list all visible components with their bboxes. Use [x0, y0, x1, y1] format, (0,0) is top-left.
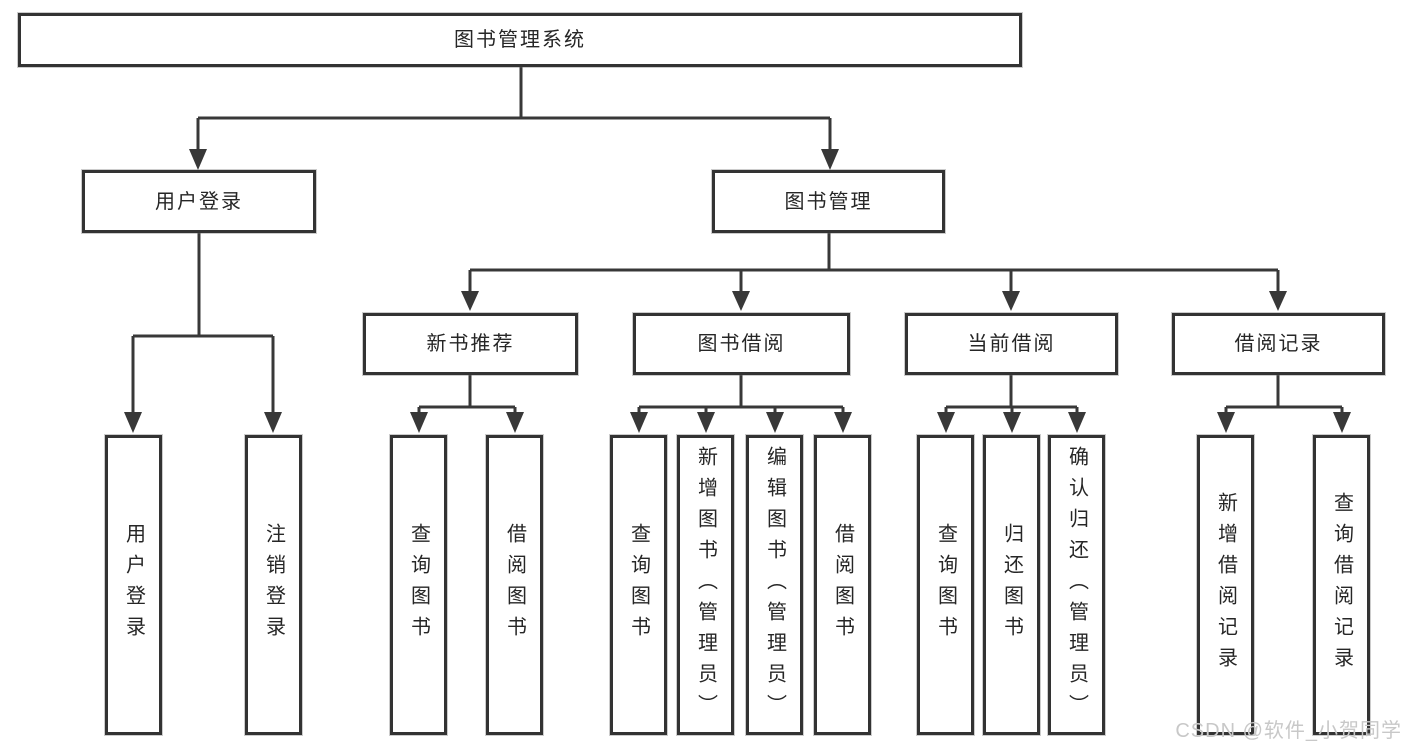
node-book-management-label: 图书管理 — [784, 190, 873, 213]
node-leaf-confirm-return-admin: 确认归还（管理员） — [1048, 435, 1105, 735]
node-book-borrow: 图书借阅 — [633, 313, 850, 375]
leaf-label: 查询图书 — [934, 523, 957, 647]
node-user-login: 用户登录 — [82, 170, 316, 233]
connector-book-management-modules — [461, 233, 1287, 311]
connector-user-login-children — [124, 233, 282, 433]
node-leaf-query-books-3: 查询图书 — [917, 435, 974, 735]
connector-new-book-children — [410, 375, 524, 433]
node-leaf-query-borrow-record: 查询借阅记录 — [1313, 435, 1370, 735]
node-new-book-recommend-label: 新书推荐 — [426, 333, 515, 355]
leaf-label: 归还图书 — [1000, 523, 1023, 647]
leaf-label: 新增借阅记录 — [1214, 492, 1237, 678]
node-borrow-records-label: 借阅记录 — [1234, 333, 1323, 355]
node-leaf-query-books-2: 查询图书 — [610, 435, 667, 735]
connector-book-borrow-children — [630, 375, 852, 433]
node-current-borrow-label: 当前借阅 — [967, 333, 1056, 355]
node-root-label: 图书管理系统 — [454, 29, 586, 51]
node-leaf-logout: 注销登录 — [245, 435, 302, 735]
node-leaf-borrow-books-2: 借阅图书 — [814, 435, 871, 735]
node-root: 图书管理系统 — [18, 13, 1022, 67]
connector-borrow-records-children — [1217, 375, 1351, 433]
leaf-label: 注销登录 — [262, 523, 285, 647]
node-leaf-add-borrow-record: 新增借阅记录 — [1197, 435, 1254, 735]
connector-root-to-branches — [189, 66, 839, 170]
node-leaf-add-books-admin: 新增图书（管理员） — [677, 435, 734, 735]
node-leaf-borrow-books-1: 借阅图书 — [486, 435, 543, 735]
node-leaf-return-books: 归还图书 — [983, 435, 1040, 735]
leaf-label: 借阅图书 — [831, 523, 854, 647]
node-user-login-label: 用户登录 — [155, 190, 243, 213]
node-borrow-records: 借阅记录 — [1172, 313, 1385, 375]
leaf-label: 查询借阅记录 — [1330, 492, 1353, 678]
node-leaf-user-login: 用户登录 — [105, 435, 162, 735]
connector-current-borrow-children — [937, 375, 1086, 433]
leaf-label: 编辑图书（管理员） — [763, 445, 786, 725]
node-leaf-edit-books-admin: 编辑图书（管理员） — [746, 435, 803, 735]
leaf-label: 查询图书 — [627, 523, 650, 647]
leaf-label: 借阅图书 — [503, 523, 526, 647]
leaf-label: 确认归还（管理员） — [1065, 445, 1088, 725]
node-book-borrow-label: 图书借阅 — [697, 333, 786, 355]
node-leaf-query-books-1: 查询图书 — [390, 435, 447, 735]
leaf-label: 用户登录 — [122, 523, 145, 647]
node-current-borrow: 当前借阅 — [905, 313, 1118, 375]
node-new-book-recommend: 新书推荐 — [363, 313, 578, 375]
leaf-label: 查询图书 — [407, 523, 430, 647]
leaf-label: 新增图书（管理员） — [694, 445, 717, 725]
node-book-management: 图书管理 — [712, 170, 945, 233]
